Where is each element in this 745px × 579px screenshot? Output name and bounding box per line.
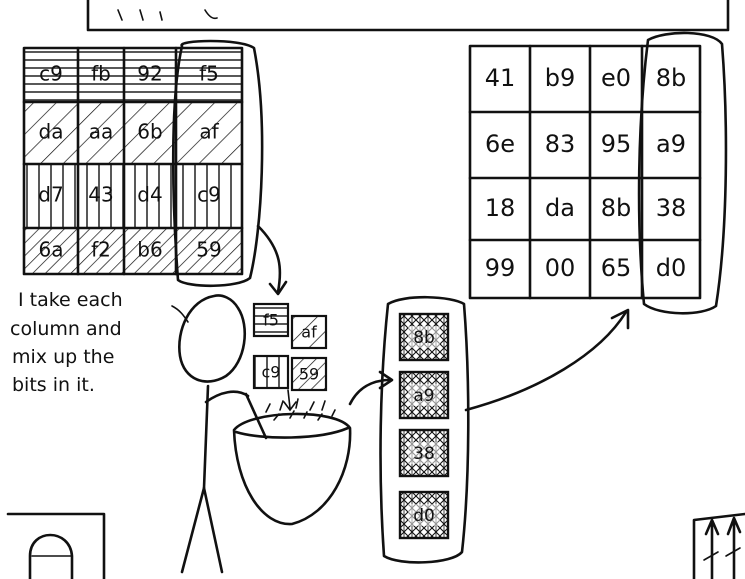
mixed-byte-tile: a9 — [398, 370, 450, 420]
input-cell: 6b — [137, 120, 162, 144]
output-cell: 41 — [485, 64, 516, 92]
input-last-column-lasso — [171, 39, 264, 288]
input-cell: f2 — [91, 238, 111, 262]
output-cell: e0 — [601, 64, 631, 92]
output-cell: 00 — [545, 254, 576, 282]
bowl-byte-tile: af — [290, 314, 328, 350]
input-cell: 92 — [137, 62, 162, 86]
output-last-column-lasso — [637, 31, 728, 315]
arrow-bowl-to-mixed — [348, 370, 394, 406]
bowl-byte-label: af — [301, 323, 317, 342]
input-cell: d7 — [38, 183, 63, 207]
mixed-column-lasso — [379, 295, 470, 564]
bowl-byte-tile: c9 — [252, 354, 290, 390]
bowl-byte-label: c9 — [262, 363, 281, 382]
bowl-byte-tile: f5 — [252, 302, 290, 338]
output-cell: 18 — [485, 194, 516, 222]
mixed-byte-label: d0 — [413, 506, 435, 526]
bottom-left-panel — [6, 512, 106, 579]
input-cell: 59 — [196, 238, 221, 262]
output-cell: 83 — [545, 130, 576, 158]
input-state-grid: c9 fb 92 f5 da aa 6b af d7 43 d4 c9 6a f2 b6 59 — [22, 39, 264, 288]
caption-line-1: I take each — [18, 289, 123, 311]
input-row-hatch-3 — [24, 164, 242, 228]
input-cell: c9 — [197, 183, 221, 207]
bottom-right-panel — [692, 512, 745, 579]
bowl-byte-label: 59 — [299, 365, 319, 384]
mixed-byte-label: 38 — [413, 444, 435, 464]
mixed-column: 8b a9 38 d0 — [379, 295, 470, 564]
output-cell: 65 — [601, 254, 632, 282]
falling-arrow — [283, 389, 297, 412]
output-cell: 8b — [601, 194, 632, 222]
bowl-rim — [234, 426, 350, 439]
input-row-hatch-2 — [24, 102, 242, 164]
bowl-body — [232, 412, 352, 526]
output-cell: d0 — [656, 254, 687, 282]
input-cell: fb — [91, 62, 111, 86]
input-cell: af — [199, 120, 219, 144]
mixed-byte-label: 8b — [413, 328, 435, 348]
input-cell: b6 — [137, 238, 162, 262]
output-state-grid: 41 b9 e0 8b 6e 83 95 a9 18 da 8b 38 99 00 65 d0 — [468, 31, 728, 315]
mixed-byte-tile: 38 — [398, 428, 450, 478]
mixed-byte-tile: d0 — [398, 490, 450, 540]
output-cell: da — [545, 194, 575, 222]
output-cell: 8b — [656, 64, 687, 92]
bowl-byte-tile: 59 — [290, 356, 328, 392]
input-row-hatch-1 — [24, 48, 242, 102]
figure-legs — [180, 486, 224, 574]
caption-line-4: bits in it. — [12, 374, 95, 396]
input-cell: c9 — [39, 62, 63, 86]
figure-body — [202, 384, 210, 490]
arrow-column-to-bytes — [256, 224, 288, 296]
output-cell: 38 — [656, 194, 687, 222]
output-cell: a9 — [656, 130, 686, 158]
caption-line-2: column and — [10, 318, 122, 340]
bowl-input-bytes: f5 af c9 59 — [252, 302, 328, 412]
output-cell: 95 — [601, 130, 632, 158]
mixed-byte-label: a9 — [413, 386, 434, 406]
input-cell: 6a — [39, 238, 64, 262]
mixed-byte-tile: 8b — [398, 312, 450, 362]
input-cell: da — [39, 120, 64, 144]
arrow-mixed-to-output — [464, 308, 630, 412]
bottom-left-figure — [28, 533, 74, 579]
figure-head — [178, 294, 247, 383]
bowl-contents-marks — [265, 398, 336, 421]
input-row-hatch-4 — [24, 228, 242, 274]
input-cell: d4 — [137, 183, 162, 207]
output-cell: b9 — [545, 64, 576, 92]
output-cell: 99 — [485, 254, 516, 282]
input-cell: aa — [89, 120, 114, 144]
caption-line-3: mix up the — [12, 346, 114, 368]
output-cell: 6e — [485, 130, 515, 158]
caption-text: I take each column and mix up the bits i… — [10, 289, 189, 396]
stick-figure — [178, 294, 250, 574]
input-cell: 43 — [88, 183, 113, 207]
bowl-byte-label: f5 — [263, 311, 279, 330]
figure-arm — [204, 390, 250, 404]
top-panel-border — [86, 0, 730, 32]
mixing-bowl — [232, 392, 352, 526]
input-cell: f5 — [199, 62, 219, 86]
spoon-handle — [244, 392, 268, 440]
